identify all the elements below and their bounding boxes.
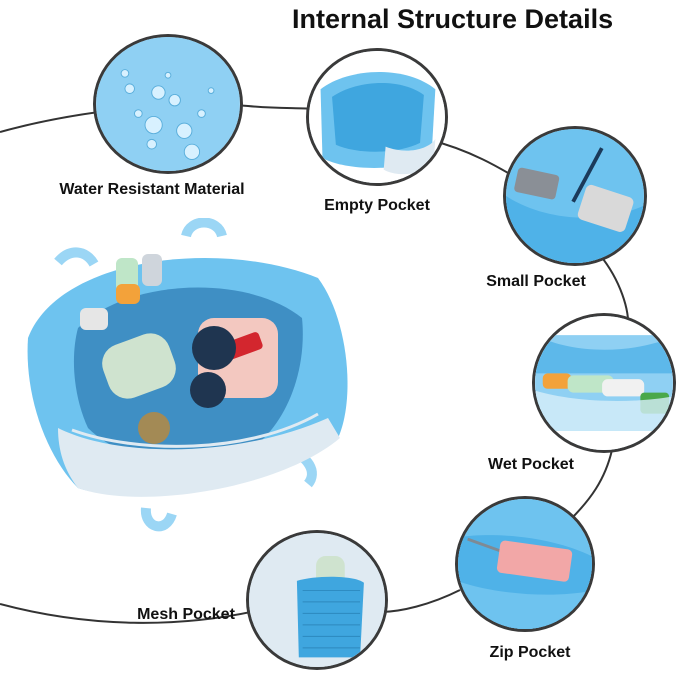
small-pocket-image xyxy=(503,126,647,266)
empty-pocket-image xyxy=(306,48,448,186)
open-duffel-bag-image xyxy=(18,218,358,538)
wet-pocket-image xyxy=(532,313,676,453)
mesh-pocket-image xyxy=(246,530,388,670)
feature-label-small-pocket: Small Pocket xyxy=(486,273,586,290)
water-drops-icon xyxy=(96,37,240,171)
feature-label-water-resistant: Water Resistant Material xyxy=(59,181,245,198)
feature-label-wet-pocket: Wet Pocket xyxy=(488,456,574,473)
zip-pocket-image xyxy=(455,496,595,632)
page-title: Internal Structure Details xyxy=(292,4,614,34)
feature-label-mesh-pocket: Mesh Pocket xyxy=(137,606,235,623)
water-resistant-image xyxy=(93,34,243,174)
feature-label-empty-pocket: Empty Pocket xyxy=(324,197,430,214)
feature-label-zip-pocket: Zip Pocket xyxy=(489,644,571,661)
